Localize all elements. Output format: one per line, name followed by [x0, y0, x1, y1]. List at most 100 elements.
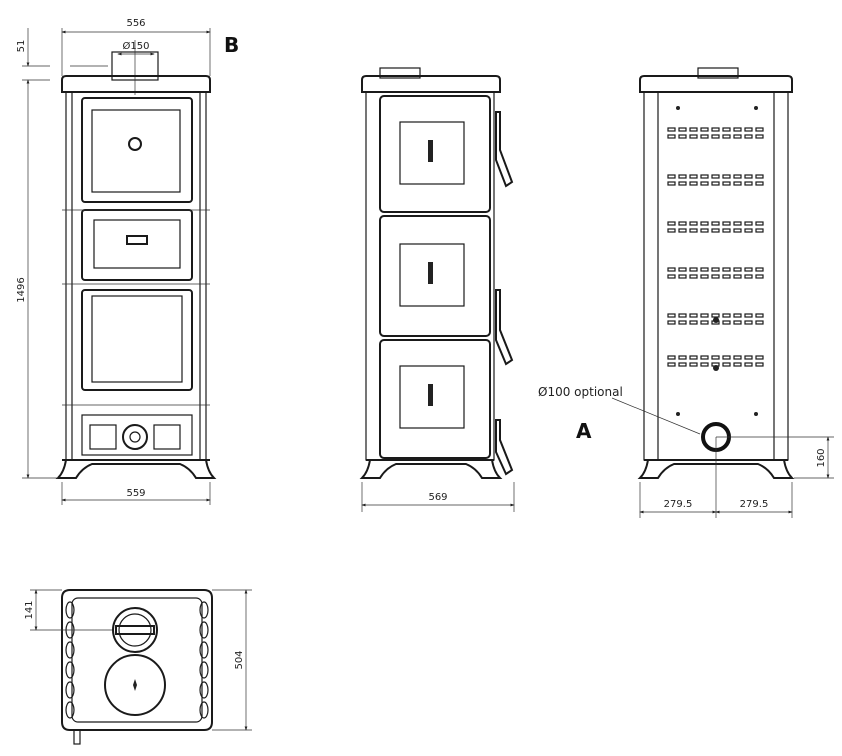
vent-slot	[755, 362, 764, 367]
top-view	[61, 589, 213, 745]
vent-slot	[689, 362, 698, 367]
dim-flue-offset: 141	[24, 600, 35, 619]
vent-slot	[678, 355, 687, 360]
vent-slot	[689, 174, 698, 179]
side-vents	[65, 601, 209, 719]
vent-slot	[755, 313, 764, 318]
vent-slot	[667, 174, 676, 179]
vent-slot	[733, 221, 742, 226]
vent-slot	[744, 228, 753, 233]
vent-slot	[733, 181, 742, 186]
vent-slot	[700, 355, 709, 360]
vent-slot	[711, 221, 720, 226]
vent-slot	[678, 320, 687, 325]
vent-slot	[700, 134, 709, 139]
vent-slot	[667, 362, 676, 367]
front-view	[55, 40, 217, 479]
side-vent-lobe	[65, 701, 75, 719]
vent-slot	[700, 228, 709, 233]
dim-total-height: 1496	[16, 277, 27, 302]
vent-slot	[744, 313, 753, 318]
vent-slot	[667, 127, 676, 132]
side-vent-lobe	[199, 641, 209, 659]
vent-slot	[711, 134, 720, 139]
view-label-a: A	[576, 419, 592, 443]
vent-slot	[689, 127, 698, 132]
vent-slot	[722, 221, 731, 226]
vent-slot	[733, 174, 742, 179]
vent-slot	[755, 221, 764, 226]
dim-top-depth: 504	[234, 650, 245, 669]
side-vent-lobe	[65, 641, 75, 659]
vent-slot	[711, 127, 720, 132]
vent-slot	[667, 221, 676, 226]
vent-slot	[689, 228, 698, 233]
vent-slot	[744, 274, 753, 279]
back-view	[637, 67, 795, 479]
back-dimensions: Ø100 optional A 160 279.5 279.5	[538, 385, 834, 518]
side-vent-lobe	[199, 661, 209, 679]
vent-slot	[711, 274, 720, 279]
vent-slot	[722, 228, 731, 233]
vent-slot	[722, 274, 731, 279]
dim-depth: 569	[428, 492, 447, 503]
dim-width-base: 559	[126, 488, 145, 499]
vent-slot	[722, 320, 731, 325]
vent-slot	[667, 355, 676, 360]
vent-slot	[744, 355, 753, 360]
vent-slot	[755, 320, 764, 325]
vent-slot	[722, 181, 731, 186]
vent-slot	[678, 134, 687, 139]
vent-slot	[744, 320, 753, 325]
dim-half-width-left: 279.5	[664, 499, 693, 510]
top-dimensions: 141 504	[24, 589, 252, 731]
vent-slot	[700, 221, 709, 226]
vent-slot	[678, 127, 687, 132]
vent-slot	[689, 134, 698, 139]
vent-slot	[733, 320, 742, 325]
optional-outlet-label: Ø100 optional	[538, 385, 623, 399]
vent-slot	[678, 221, 687, 226]
front-dimensions: 556 Ø150 51 1496 559 B	[16, 18, 239, 505]
vent-slots	[667, 127, 764, 367]
vent-slot	[722, 127, 731, 132]
vent-slot	[667, 274, 676, 279]
vent-slot	[755, 174, 764, 179]
dim-flue-diameter: Ø150	[123, 40, 150, 52]
vent-slot	[711, 174, 720, 179]
vent-slot	[744, 181, 753, 186]
vent-slot	[755, 355, 764, 360]
vent-slot	[700, 274, 709, 279]
vent-slot	[667, 267, 676, 272]
vent-slot	[678, 313, 687, 318]
side-vent-lobe	[199, 701, 209, 719]
vent-slot	[733, 274, 742, 279]
vent-slot	[744, 267, 753, 272]
vent-slot	[711, 355, 720, 360]
dim-width-top: 556	[126, 18, 145, 29]
vent-slot	[700, 267, 709, 272]
vent-slot	[722, 355, 731, 360]
side-vent-lobe	[65, 601, 75, 619]
vent-slot	[667, 134, 676, 139]
side-vent-lobe	[65, 661, 75, 679]
side-vent-lobe	[199, 621, 209, 639]
side-vent-lobe	[199, 601, 209, 619]
vent-slot	[667, 313, 676, 318]
vent-slot	[755, 181, 764, 186]
vent-slot	[667, 181, 676, 186]
side-vent-lobe	[65, 681, 75, 699]
vent-slot	[711, 181, 720, 186]
vent-slot	[667, 228, 676, 233]
vent-slot	[744, 134, 753, 139]
vent-slot	[711, 267, 720, 272]
vent-slot	[689, 181, 698, 186]
vent-slot	[722, 267, 731, 272]
vent-slot	[755, 228, 764, 233]
dim-half-width-right: 279.5	[740, 499, 769, 510]
side-dimensions: 569	[361, 482, 515, 512]
vent-slot	[744, 174, 753, 179]
side-view	[359, 67, 514, 479]
vent-slot	[733, 355, 742, 360]
